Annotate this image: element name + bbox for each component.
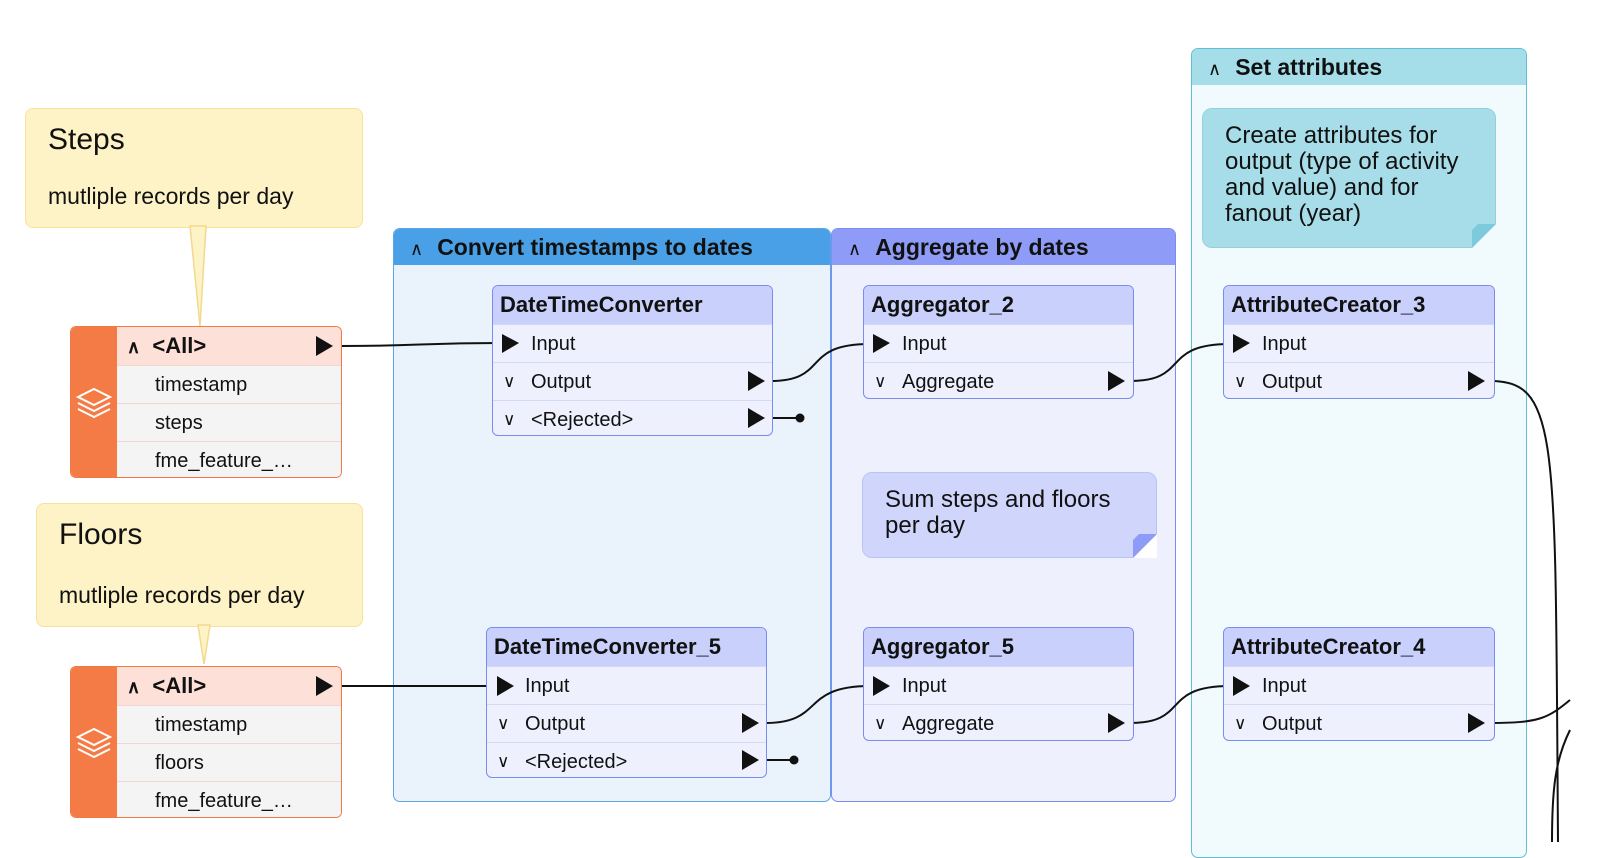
bookmark-convert-header[interactable]: ∧ Convert timestamps to dates (394, 229, 830, 265)
transformer-name: DateTimeConverter (493, 286, 772, 324)
annotation-floors-title: Floors (59, 518, 143, 551)
chevron-up-icon[interactable]: ∧ (410, 239, 424, 259)
output-port[interactable]: ∨ Aggregate (864, 362, 1133, 398)
input-port[interactable]: Input (493, 324, 772, 363)
attribute-name: floors (155, 752, 204, 774)
annotation-floors-subtitle: mutliple records per day (59, 582, 305, 608)
port-label: Output (531, 371, 592, 393)
annotation-floors-pointer (197, 624, 211, 665)
annotation-steps[interactable]: Steps mutliple records per day (25, 108, 363, 228)
bookmark-set-attributes-title: Set attributes (1235, 54, 1383, 80)
port-label: Output (1262, 713, 1323, 735)
input-port[interactable]: Input (864, 324, 1133, 363)
reader-floors[interactable]: ∧ <All> timestamp floors fme_feature_… (70, 666, 342, 818)
rejected-port[interactable]: ∨ <Rejected> (493, 400, 772, 435)
chevron-up-icon[interactable]: ∧ (127, 337, 141, 357)
port-label: Input (525, 675, 570, 697)
attribute-row[interactable]: floors (117, 743, 341, 782)
dog-ear-icon (1472, 224, 1496, 248)
transformer-name: AttributeCreator_4 (1224, 628, 1494, 666)
layers-icon (75, 727, 113, 759)
chevron-down-icon[interactable]: ∨ (497, 714, 510, 733)
reader-steps[interactable]: ∧ <All> timestamp steps fme_feature_… (70, 326, 342, 478)
layers-icon (75, 387, 113, 419)
attribute-name: timestamp (155, 714, 248, 736)
transformer-name: Aggregator_5 (864, 628, 1133, 666)
chevron-down-icon[interactable]: ∨ (1234, 714, 1247, 733)
transformer-attributecreator-3[interactable]: AttributeCreator_3 Input ∨ Output (1223, 285, 1495, 399)
wire-ac4-out-2 (1551, 729, 1571, 842)
chevron-down-icon[interactable]: ∨ (874, 372, 887, 391)
output-port[interactable]: ∨ Output (487, 704, 766, 743)
annotation-steps-pointer (189, 225, 207, 327)
annotation-create-attributes[interactable]: Create attributes for output (type of ac… (1202, 108, 1496, 248)
annotation-sum-text: Sum steps and floors per day (885, 486, 1111, 539)
port-label: Output (1262, 371, 1323, 393)
annotation-floors[interactable]: Floors mutliple records per day (36, 503, 363, 627)
reader-floors-header[interactable]: ∧ <All> (117, 667, 341, 705)
attribute-row[interactable]: fme_feature_… (117, 781, 341, 817)
chevron-up-icon[interactable]: ∧ (127, 677, 141, 697)
chevron-down-icon[interactable]: ∨ (874, 714, 887, 733)
reader-steps-feature-type: <All> (152, 333, 207, 358)
bookmark-aggregate-header[interactable]: ∧ Aggregate by dates (832, 229, 1175, 265)
attribute-row[interactable]: timestamp (117, 705, 341, 744)
attribute-row[interactable]: fme_feature_… (117, 441, 341, 477)
output-port[interactable]: ∨ Output (1224, 704, 1494, 740)
reader-side-strip (71, 327, 117, 477)
attribute-name: fme_feature_… (155, 790, 293, 812)
port-label: <Rejected> (531, 409, 634, 431)
port-label: <Rejected> (525, 751, 628, 773)
input-port[interactable]: Input (1224, 666, 1494, 705)
attribute-name: fme_feature_… (155, 450, 293, 472)
input-port[interactable]: Input (487, 666, 766, 705)
output-port[interactable]: ∨ Output (1224, 362, 1494, 398)
transformer-datetimeconverter[interactable]: DateTimeConverter Input ∨ Output ∨ <Reject… (492, 285, 773, 436)
chevron-up-icon[interactable]: ∧ (1208, 59, 1222, 79)
port-label: Aggregate (902, 713, 995, 735)
attribute-row[interactable]: timestamp (117, 365, 341, 404)
port-label: Aggregate (902, 371, 995, 393)
input-port[interactable]: Input (864, 666, 1133, 705)
rejected-port[interactable]: ∨ <Rejected> (487, 742, 766, 777)
chevron-down-icon[interactable]: ∨ (1234, 372, 1247, 391)
port-label: Input (531, 333, 576, 355)
attribute-name: steps (155, 412, 203, 434)
dog-ear-icon (1133, 534, 1157, 558)
chevron-down-icon[interactable]: ∨ (503, 372, 516, 391)
transformer-datetimeconverter-5[interactable]: DateTimeConverter_5 Input ∨ Output ∨ <Reje… (486, 627, 767, 778)
transformer-attributecreator-4[interactable]: AttributeCreator_4 Input ∨ Output (1223, 627, 1495, 741)
reader-side-strip (71, 667, 117, 817)
annotation-steps-title: Steps (48, 123, 125, 156)
annotation-create-text: Create attributes for output (type of ac… (1225, 122, 1459, 227)
output-port[interactable]: ∨ Aggregate (864, 704, 1133, 740)
reader-steps-header[interactable]: ∧ <All> (117, 327, 341, 365)
port-label: Input (902, 675, 947, 697)
bookmark-set-attributes-header[interactable]: ∧ Set attributes (1192, 49, 1526, 85)
port-label: Input (1262, 675, 1307, 697)
annotation-steps-subtitle: mutliple records per day (48, 183, 294, 209)
chevron-up-icon[interactable]: ∧ (848, 239, 862, 259)
chevron-down-icon[interactable]: ∨ (497, 752, 510, 771)
attribute-row[interactable]: steps (117, 403, 341, 442)
port-label: Output (525, 713, 586, 735)
reader-floors-feature-type: <All> (152, 673, 207, 698)
transformer-aggregator-5[interactable]: Aggregator_5 Input ∨ Aggregate (863, 627, 1134, 741)
port-label: Input (1262, 333, 1307, 355)
annotation-sum[interactable]: Sum steps and floors per day (862, 472, 1157, 558)
port-label: Input (902, 333, 947, 355)
bookmark-convert-title: Convert timestamps to dates (437, 234, 753, 260)
transformer-name: Aggregator_2 (864, 286, 1133, 324)
transformer-aggregator-2[interactable]: Aggregator_2 Input ∨ Aggregate (863, 285, 1134, 399)
output-port[interactable]: ∨ Output (493, 362, 772, 401)
input-port[interactable]: Input (1224, 324, 1494, 363)
chevron-down-icon[interactable]: ∨ (503, 410, 516, 429)
attribute-name: timestamp (155, 374, 248, 396)
transformer-name: DateTimeConverter_5 (487, 628, 766, 666)
transformer-name: AttributeCreator_3 (1224, 286, 1494, 324)
bookmark-aggregate-title: Aggregate by dates (875, 234, 1089, 260)
